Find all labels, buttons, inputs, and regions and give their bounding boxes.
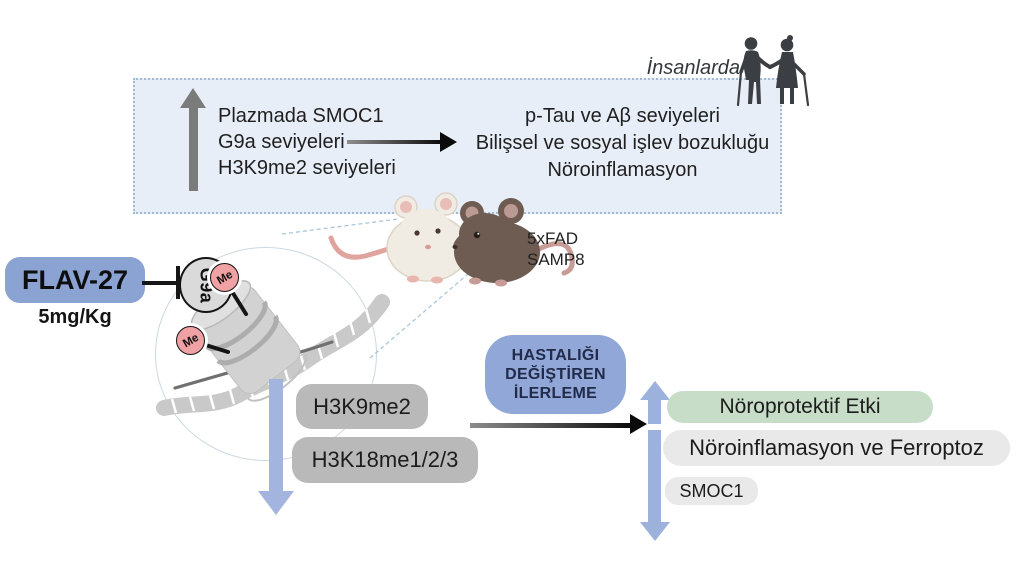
outcome-down-arrow-icon [640, 522, 670, 541]
human-findings-box: Plazmada SMOC1 G9a seviyeleri H3K9me2 se… [133, 78, 782, 214]
mice-illustration [328, 192, 575, 287]
outcome-line: p-Tau ve Aβ seviyeleri [525, 105, 720, 127]
outcome-up-arrow-icon [640, 381, 670, 400]
nucleosome-illustration [156, 218, 476, 416]
methyl-label: Me [214, 268, 235, 287]
inflammation-outcome-box: Nöroinflamasyon ve Ferroptoz [663, 430, 1010, 466]
inhibition-line [142, 281, 179, 285]
progression-line: HASTALIĞI [511, 347, 600, 364]
histone-mark-2: H3K18me1/2/3 [311, 447, 459, 472]
elderly-couple-icon [736, 35, 810, 107]
protective-outcome-label: Nöroprotektif Etki [719, 395, 881, 418]
outcome-line: Bilişsel ve sosyal işlev bozukluğu [475, 132, 770, 154]
protective-outcome-box: Nöroprotektif Etki [667, 391, 933, 423]
methyl-mark: Me [210, 263, 239, 292]
outcome-line: Nöroinflamasyon [547, 159, 698, 181]
humans-label: İnsanlarda [646, 57, 740, 79]
inhibition-tee-icon [176, 266, 180, 299]
marker-line: G9a seviyeleri [218, 131, 345, 153]
decrease-arrow-shaft [269, 379, 283, 491]
inflammation-outcome-label: Nöroinflamasyon ve Ferroptoz [689, 435, 984, 460]
white-mouse [386, 192, 470, 284]
drug-name: FLAV-27 [21, 264, 129, 295]
marker-line: H3K9me2 seviyeleri [218, 157, 396, 179]
methyl-label: Me [180, 331, 201, 350]
progression-line: İLERLEME [513, 385, 598, 402]
decrease-arrow-icon [258, 491, 294, 515]
histone-mark-box-2: H3K18me1/2/3 [292, 437, 478, 483]
mouse-model-labels: 5xFAD SAMP8 [527, 228, 585, 270]
increase-arrow-shaft [189, 107, 198, 191]
zoom-lens-circle [155, 247, 377, 461]
clinical-outcomes-list: p-Tau ve Aβ seviyeleri Bilişsel ve sosya… [470, 103, 775, 184]
leads-to-arrow-shaft [347, 140, 441, 144]
methyl-mark: Me [176, 326, 205, 355]
outcome-up-arrow-shaft [648, 400, 661, 424]
result-arrow-icon [630, 414, 647, 434]
histone-mark-box-1: H3K9me2 [296, 384, 428, 429]
drug-dose: 5mg/Kg [38, 306, 112, 328]
mouse-model-2: SAMP8 [527, 250, 585, 269]
outcome-down-arrow-shaft [648, 430, 661, 522]
result-arrow-shaft [470, 423, 630, 428]
drug-pill: FLAV-27 [5, 257, 145, 303]
brown-mouse [452, 198, 540, 287]
progression-line: DEĞİŞTİREN [505, 366, 606, 383]
smoc1-marker-label: SMOC1 [679, 480, 744, 501]
elevated-markers-list: Plazmada SMOC1 G9a seviyeleri H3K9me2 se… [218, 103, 396, 181]
increase-arrow-icon [180, 88, 206, 108]
marker-line: Plazmada SMOC1 [218, 105, 384, 127]
histone-cylinder [190, 280, 307, 402]
leads-to-arrow-icon [440, 132, 457, 152]
histone-mark-1: H3K9me2 [313, 393, 411, 419]
smoc1-marker-box: SMOC1 [665, 477, 758, 505]
progression-blob: HASTALIĞI DEĞİŞTİREN İLERLEME [485, 335, 626, 414]
mouse-model-1: 5xFAD [527, 229, 579, 248]
